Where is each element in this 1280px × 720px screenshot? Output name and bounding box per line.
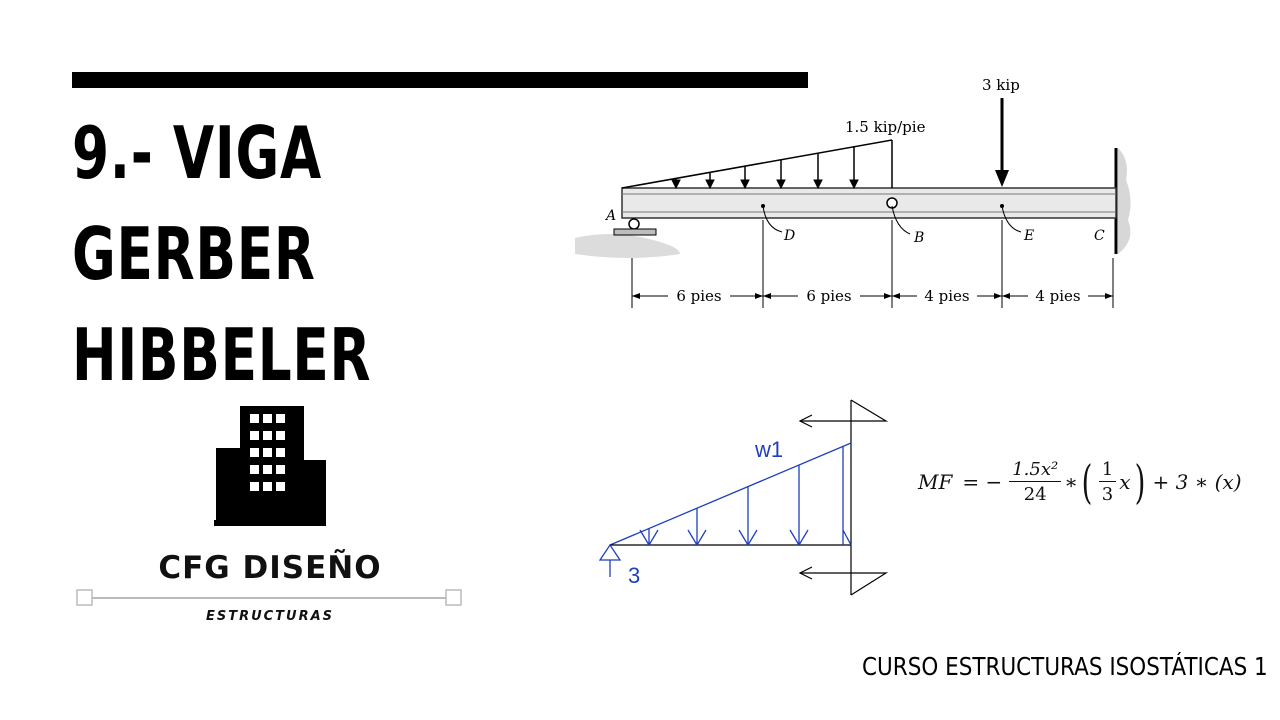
point-d-leader xyxy=(762,205,783,233)
moment-formula: MF = − 1.5x² 24 ∗ ( 1 3 x ) + 3 ∗ (x) xyxy=(918,447,1242,517)
brand-subtitle: ESTRUCTURAS xyxy=(205,609,335,624)
title-accent-bar xyxy=(72,72,808,88)
formula-numerator: 1.5x² xyxy=(1009,459,1062,482)
formula-denominator: 24 xyxy=(1023,484,1047,505)
point-b-label: B xyxy=(913,230,924,246)
point-load-label: 3 kip xyxy=(982,76,1020,94)
point-load-arrow xyxy=(995,98,1009,187)
title-line-1: 9.- VIGA xyxy=(72,111,322,195)
triangular-load-fbd xyxy=(609,442,852,547)
distributed-load-label: 1.5 kip/pie xyxy=(845,118,926,136)
point-e-label: E xyxy=(1023,228,1034,244)
distributed-load xyxy=(621,139,893,190)
brand-logo xyxy=(76,406,462,606)
reaction-arrow-a xyxy=(598,543,622,577)
dimension-label-2: 6 pies xyxy=(806,287,851,305)
dimension-ticks xyxy=(632,293,1113,299)
cut-section-symbols xyxy=(798,399,889,596)
free-body-diagram: w1 3 xyxy=(598,399,889,596)
formula-inner-numerator: 1 xyxy=(1098,459,1117,482)
point-e-leader xyxy=(1001,205,1022,233)
point-b-leader xyxy=(891,205,911,235)
point-c-label: C xyxy=(1094,228,1105,244)
formula-equals: = − xyxy=(962,470,1003,494)
formula-right-paren: ) xyxy=(1134,455,1145,509)
dimension-label-3: 4 pies xyxy=(924,287,969,305)
formula-inner-denominator: 3 xyxy=(1101,484,1114,505)
course-footer: CURSO ESTRUCTURAS ISOSTÁTICAS 1 xyxy=(862,652,1268,681)
beam-body xyxy=(621,187,1117,219)
title-line-3: HIBBELER xyxy=(72,313,372,397)
formula-lhs: MF xyxy=(918,470,953,494)
dimension-label-4: 4 pies xyxy=(1035,287,1080,305)
formula-inner-fraction: 1 3 xyxy=(1098,459,1117,505)
fixed-wall xyxy=(1114,148,1131,254)
formula-inner-variable: x xyxy=(1119,470,1131,494)
point-a-label: A xyxy=(604,208,616,224)
formula-times: ∗ xyxy=(1064,470,1078,494)
formula-main-fraction: 1.5x² 24 xyxy=(1009,459,1062,505)
gerber-beam-diagram: 1.5 kip/pie 3 kip A D B E C 6 pies 6 pie… xyxy=(575,76,1131,308)
roller-support-a xyxy=(575,218,680,258)
dimension-label-1: 6 pies xyxy=(676,287,721,305)
brand-name: CFG DISEÑO xyxy=(158,550,382,586)
title-line-2: GERBER xyxy=(72,212,316,296)
building-icon xyxy=(214,406,326,526)
point-d-label: D xyxy=(783,228,795,244)
load-label-w1: w1 xyxy=(754,437,783,462)
reaction-label: 3 xyxy=(628,563,640,588)
formula-left-paren: ( xyxy=(1081,455,1093,509)
brand-divider xyxy=(76,589,462,606)
formula-plus-term: + 3 ∗ (x) xyxy=(1152,470,1242,494)
slide-title: 9.- VIGA GERBER HIBBELER xyxy=(72,103,371,406)
